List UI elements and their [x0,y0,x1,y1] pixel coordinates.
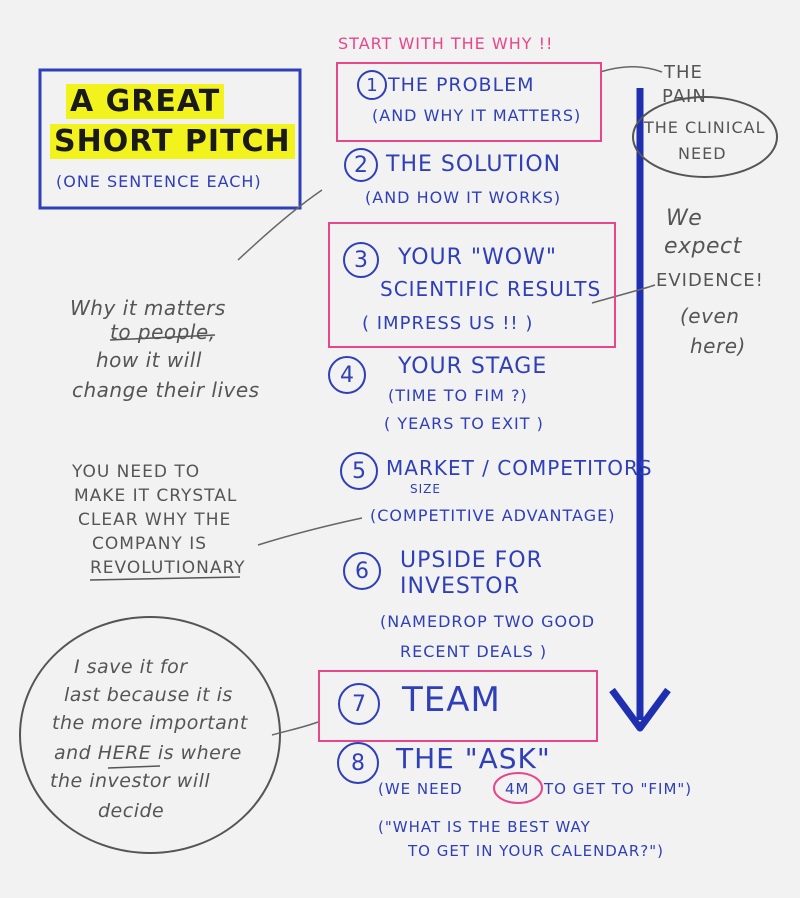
item-8-title: THE "ASK" [396,742,551,775]
pain-note-2: PAIN [662,86,707,107]
item-4-sub-2: ( YEARS TO EXIT ) [384,414,544,433]
item-8-sub-amount: 4M [505,780,530,798]
people-underline [109,334,216,341]
pain-bubble [632,96,778,178]
amount-circle [493,772,543,804]
last-note-4: and HERE is where [54,742,242,764]
item-4-number: 4 [328,356,366,394]
item-3-title: YOUR "WOW" [398,245,557,270]
why-note-4: change their lives [72,378,260,402]
header-why: START WITH THE WHY !! [338,34,554,53]
last-note-5: the investor will [50,770,211,792]
why-connector [237,189,323,261]
item-7-number: 7 [338,683,380,725]
item-4-sub: (TIME TO FIM ?) [388,386,528,405]
item-3-title-2: SCIENTIFIC RESULTS [380,277,602,301]
item-6-title: UPSIDE FOR [400,548,543,573]
evidence-note-4: (even [680,304,740,328]
crystal-note-4: COMPANY IS [92,534,208,554]
item-6-sub-2: RECENT DEALS ) [400,642,548,661]
pain-connector [599,65,663,73]
title-line-2: SHORT PITCH [50,124,295,159]
last-note-6: decide [98,800,165,822]
item-5-title-small: SIZE [410,482,441,496]
item-5-title: MARKET / COMPETITORS [386,456,653,480]
crystal-note-1: YOU NEED TO [72,462,201,482]
pain-note-3: THE CLINICAL [644,118,766,137]
item-8-sub-3: TO GET IN YOUR CALENDAR?") [408,842,664,860]
crystal-connector [257,517,363,546]
item-2-title: THE SOLUTION [386,152,562,177]
item-8-sub-2: ("WHAT IS THE BEST WAY [378,818,591,836]
pain-note-1: THE [664,62,703,83]
item-1-sub: (AND WHY IT MATTERS) [372,106,582,125]
why-note-1: Why it matters [70,296,226,320]
evidence-note-2: expect [664,234,742,259]
item-8-sub-post: TO GET TO "FIM") [544,780,693,798]
item-4-title: YOUR STAGE [398,354,548,379]
item-1-title: THE PROBLEM [388,74,535,96]
crystal-note-3: CLEAR WHY THE [78,510,232,530]
crystal-note-2: MAKE IT CRYSTAL [74,486,238,506]
item-3-box [328,222,616,348]
item-5-number: 5 [340,452,378,490]
item-3-number: 3 [343,242,379,278]
evidence-note-1: We [666,206,703,231]
title-subtitle: (ONE SENTENCE EACH) [56,172,262,191]
item-5-sub: (COMPETITIVE ADVANTAGE) [370,506,616,525]
item-6-number: 6 [343,552,381,590]
item-3-sub: ( IMPRESS US !! ) [362,313,534,334]
item-7-box [318,670,598,742]
item-8-number: 8 [337,742,379,784]
revolutionary-underline [89,576,241,581]
last-note-1: I save it for [74,656,188,678]
pain-note-4: NEED [678,144,727,163]
last-note-2: last because it is [64,684,233,706]
last-note-circle [19,616,281,854]
title-line-1: A GREAT [66,84,225,119]
title-box [38,68,302,210]
evidence-note-3: EVIDENCE! [656,270,764,291]
last-note-connector [271,721,319,736]
crystal-note-5: REVOLUTIONARY [90,558,246,578]
why-note-3: how it will [96,348,202,372]
evidence-note-5: here) [690,334,746,358]
here-underline [107,765,161,769]
item-2-sub: (AND HOW IT WORKS) [365,188,562,207]
item-1-box [336,62,602,142]
item-6-sub: (NAMEDROP TWO GOOD [380,612,596,631]
flow-arrow-head [609,687,671,732]
item-1-number: 1 [357,70,387,100]
item-2-number: 2 [344,148,378,182]
last-note-3: the more important [52,712,248,734]
item-6-title-2: INVESTOR [400,574,520,599]
item-8-sub-pre: (WE NEED [378,780,463,798]
evidence-connector [591,284,656,304]
item-7-title: TEAM [402,680,501,720]
why-note-2: to people, [110,320,216,344]
